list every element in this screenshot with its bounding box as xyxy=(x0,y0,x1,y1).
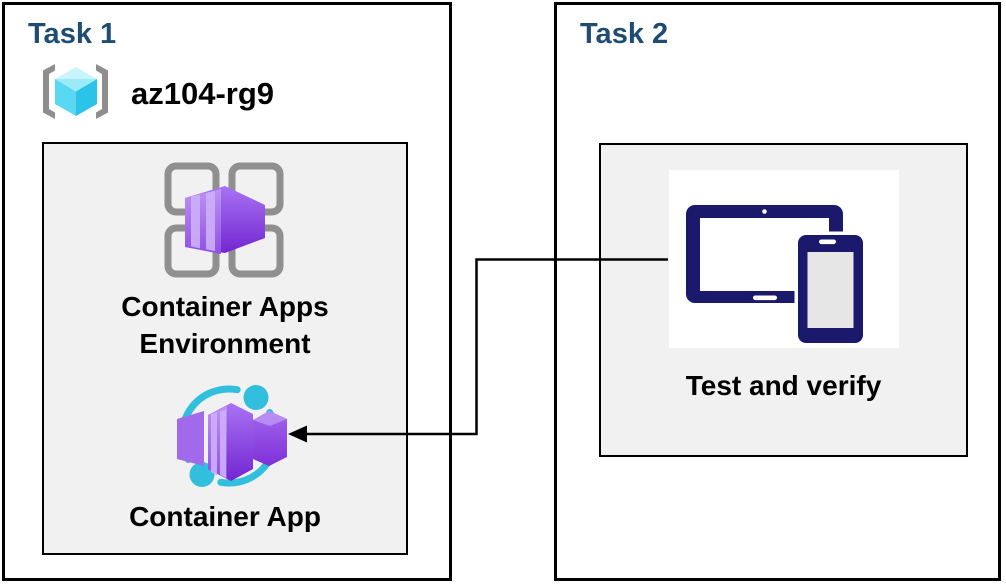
container-app-icon xyxy=(177,385,287,487)
resource-group: az104-rg9 xyxy=(39,58,274,130)
container-apps-environment-icon xyxy=(164,162,284,278)
task2-title: Task 2 xyxy=(580,18,669,50)
task1-resources-panel: Container Apps Environment xyxy=(42,142,408,555)
container-apps-environment-label: Container Apps Environment xyxy=(121,291,329,359)
task2-panel: Test and verify xyxy=(599,143,968,457)
task1-box: Task 1 az104-rg9 xyxy=(2,2,452,581)
test-and-verify-label: Test and verify xyxy=(685,370,882,401)
task2-box: Task 2 Test and verify xyxy=(554,2,1001,581)
test-and-verify-card xyxy=(669,170,899,348)
resource-group-icon xyxy=(43,64,108,119)
container-app-label: Container App xyxy=(129,501,321,532)
tablet-and-phone-icon xyxy=(686,205,867,347)
resource-group-name: az104-rg9 xyxy=(131,76,275,111)
task1-title: Task 1 xyxy=(28,18,117,50)
